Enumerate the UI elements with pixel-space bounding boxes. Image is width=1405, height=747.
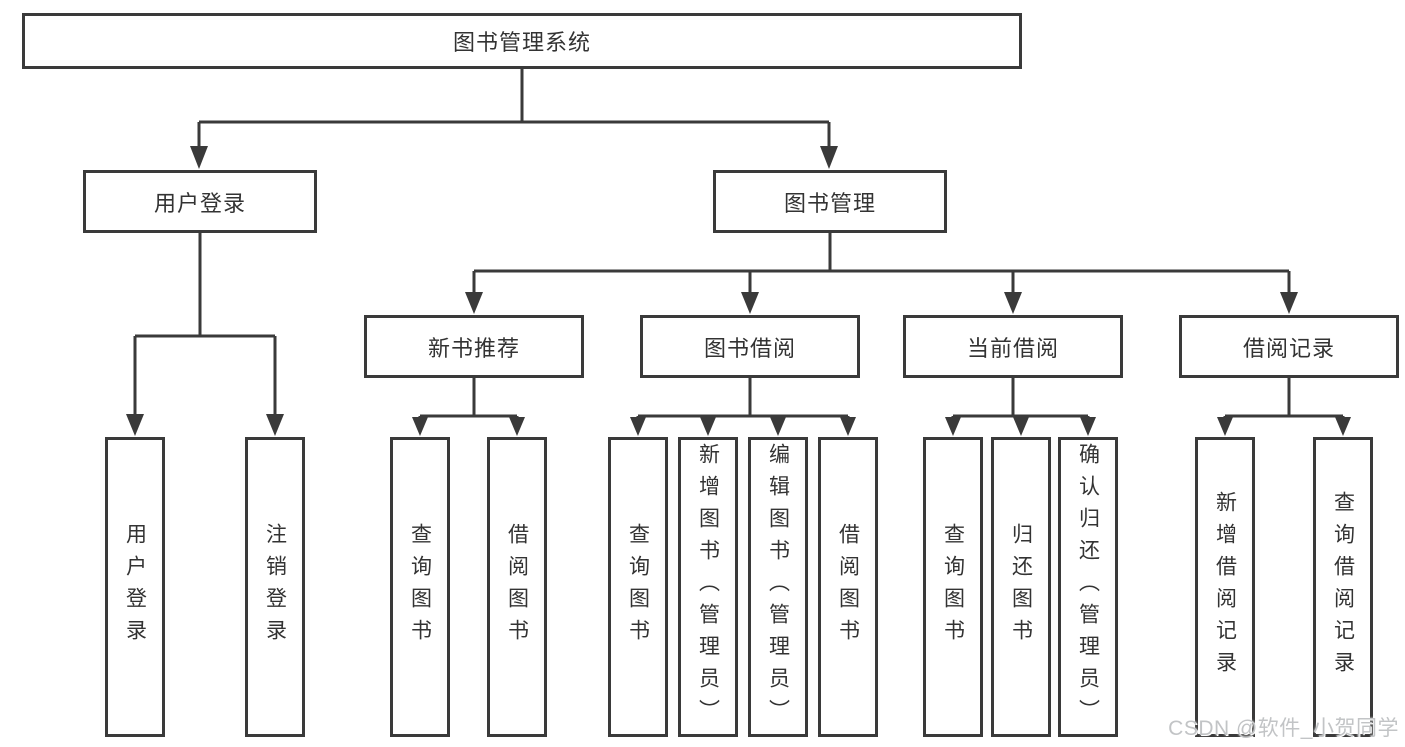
- leaf-query-book-newbook: 查询图书: [390, 437, 450, 737]
- leaf-edit-book-admin: 编辑图书（管理员）: [748, 437, 808, 737]
- leaf-add-book-admin: 新增图书（管理员）: [678, 437, 738, 737]
- arrowheads-level2: [190, 146, 838, 169]
- connector-userlogin-to-children: [133, 233, 277, 418]
- leaf-logout: 注销登录: [245, 437, 305, 737]
- leaf-query-borrow-record: 查询借阅记录: [1313, 437, 1373, 737]
- connector-borrow-to-children: [636, 378, 850, 422]
- connector-root-to-level2: [197, 69, 831, 150]
- node-current-borrow: 当前借阅: [903, 315, 1123, 378]
- leaf-user-login: 用户登录: [105, 437, 165, 737]
- leaf-query-book-current: 查询图书: [923, 437, 983, 737]
- connector-record-to-children: [1223, 378, 1345, 422]
- leaf-borrow-book-newbook: 借阅图书: [487, 437, 547, 737]
- connector-newbook-to-children: [418, 378, 519, 422]
- leaf-add-borrow-record: 新增借阅记录: [1195, 437, 1255, 737]
- node-library-system: 图书管理系统: [22, 13, 1022, 69]
- node-borrow-record: 借阅记录: [1179, 315, 1399, 378]
- csdn-watermark: CSDN @软件_小贺同学: [1168, 717, 1399, 740]
- arrowheads-record-children: [1217, 417, 1351, 436]
- leaf-borrow-book: 借阅图书: [818, 437, 878, 737]
- arrowheads-level3: [465, 292, 1298, 314]
- connector-bookmgmt-to-level3: [472, 233, 1291, 296]
- arrowheads-userlogin-children: [126, 414, 284, 436]
- node-user-login: 用户登录: [83, 170, 317, 233]
- arrowheads-newbook-children: [412, 417, 525, 436]
- connector-current-to-children: [951, 378, 1090, 422]
- arrowheads-current-children: [945, 417, 1096, 436]
- leaf-confirm-return-admin: 确认归还（管理员）: [1058, 437, 1118, 737]
- node-book-borrow: 图书借阅: [640, 315, 860, 378]
- node-book-management: 图书管理: [713, 170, 947, 233]
- node-new-book-recommend: 新书推荐: [364, 315, 584, 378]
- leaf-query-book-borrow: 查询图书: [608, 437, 668, 737]
- arrowheads-borrow-children: [630, 417, 856, 436]
- leaf-return-book: 归还图书: [991, 437, 1051, 737]
